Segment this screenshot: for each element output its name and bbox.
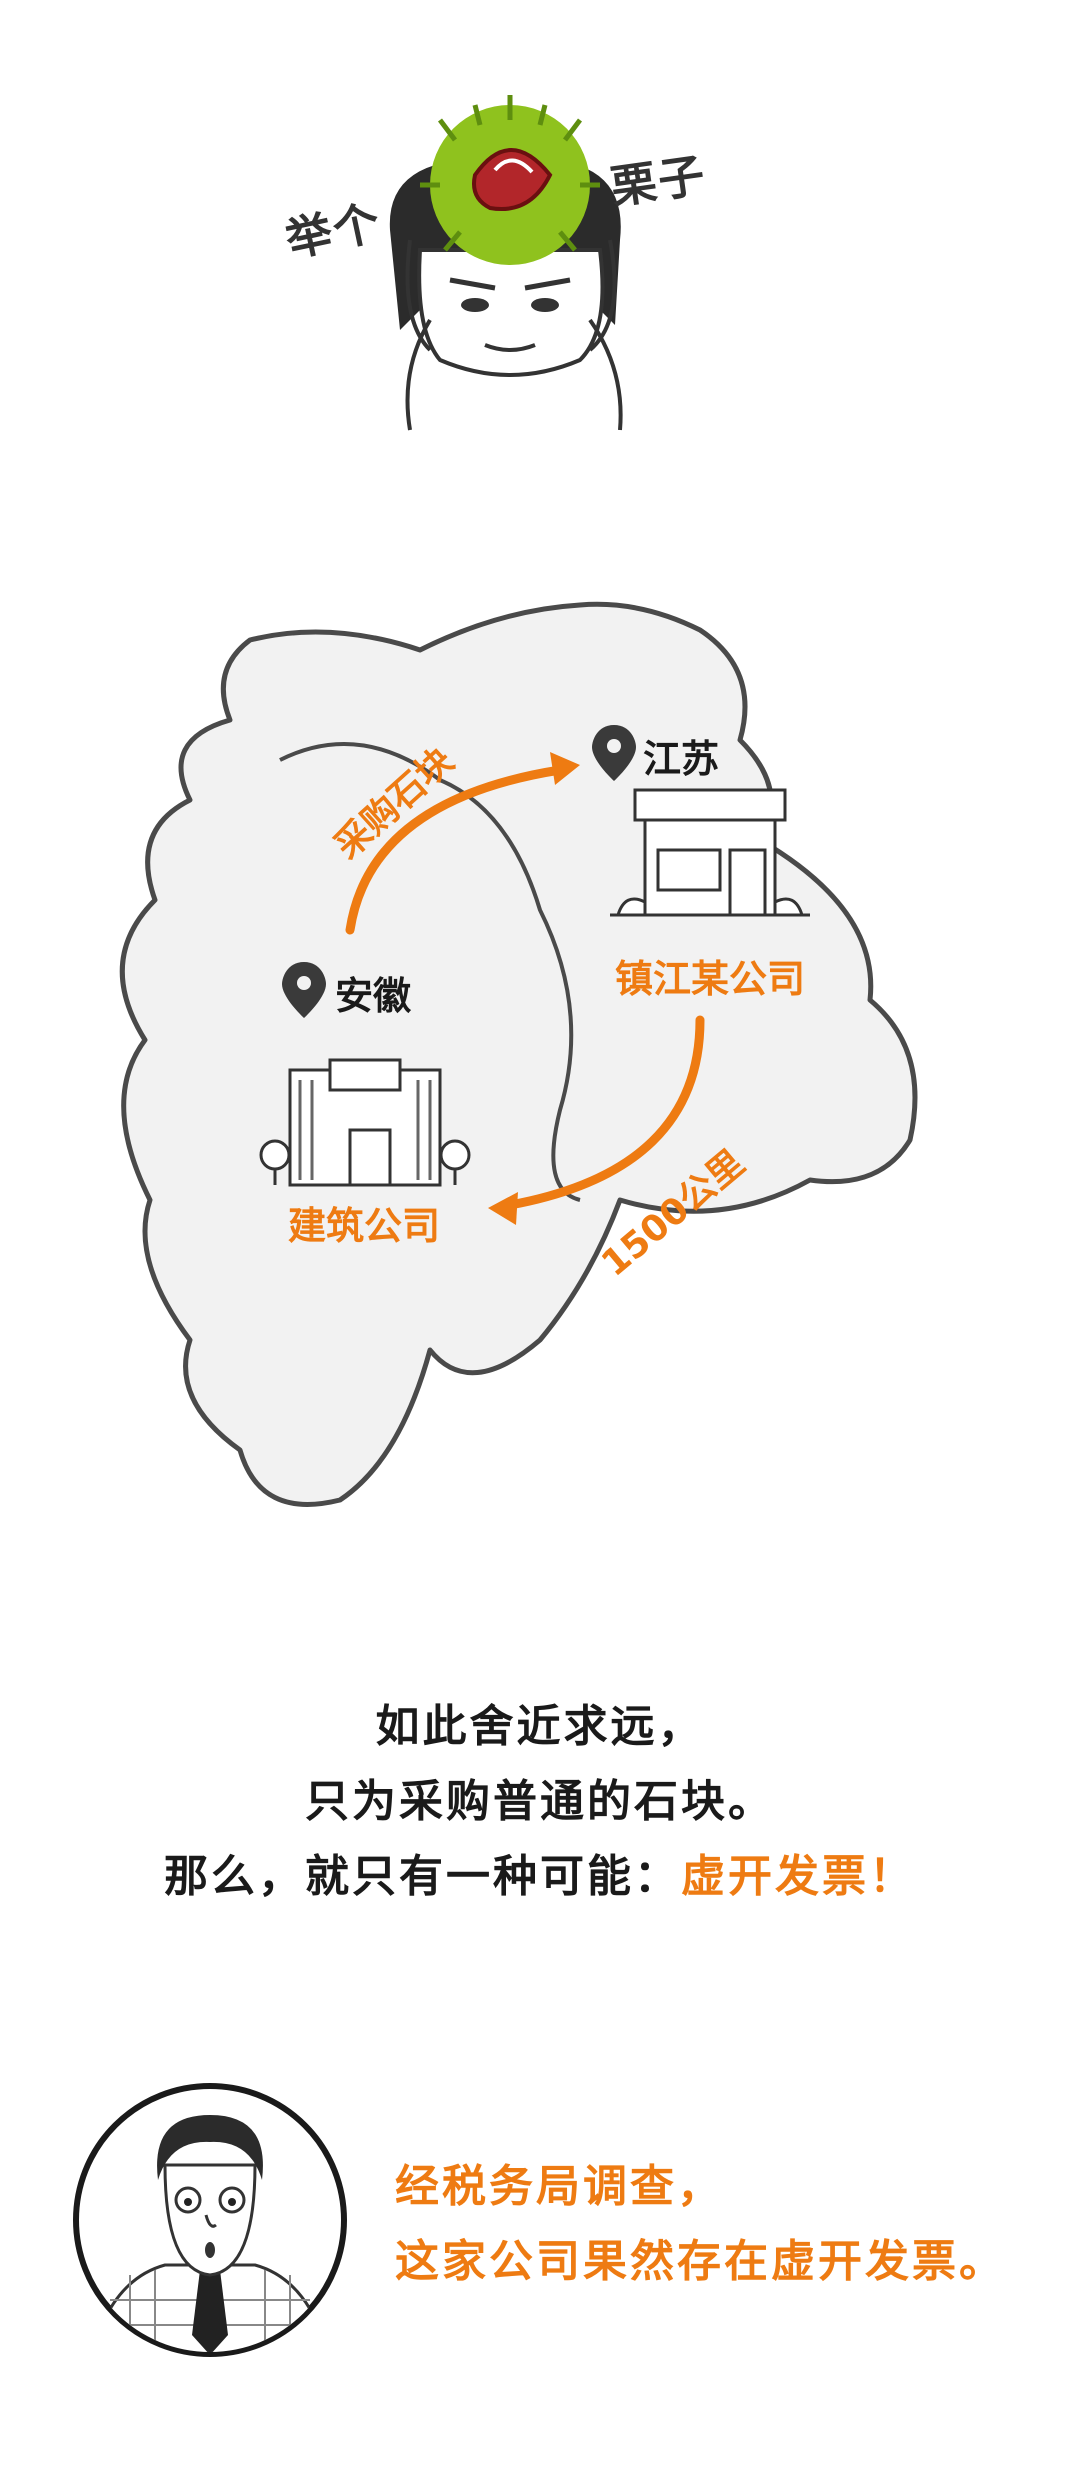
portrait-avatar	[70, 2080, 350, 2360]
man-portrait-icon	[73, 2083, 347, 2357]
office-building-icon	[259, 1058, 471, 1187]
arrow-head-icon	[488, 1192, 518, 1225]
location-pin-icon	[282, 962, 326, 1018]
body-text-prefix: 那么，就只有一种可能：	[164, 1851, 681, 1902]
body-text-line-2: 只为采购普通的石块。	[305, 1776, 775, 1827]
province-map	[0, 580, 1080, 1530]
arrow-head-icon	[550, 752, 580, 785]
meme-illustration	[280, 90, 740, 450]
province-label-anhui: 安徽	[335, 974, 412, 1018]
meme-text-right: 栗子	[607, 147, 710, 215]
result-text-line-1: 经税务局调查，	[395, 2161, 724, 2212]
body-text-line-1: 如此舍近求远，	[375, 1701, 705, 1752]
storefront-icon	[610, 788, 810, 917]
location-pin-icon	[592, 725, 636, 781]
result-text-line-2: 这家公司果然存在虚开发票。	[395, 2236, 1006, 2287]
body-text-line-3: 那么，就只有一种可能：虚开发票！	[0, 1840, 1080, 1904]
company-label-anhui: 建筑公司	[288, 1204, 441, 1248]
province-label-jiangsu: 江苏	[643, 737, 720, 781]
company-label-jiangsu: 镇江某公司	[615, 957, 806, 1001]
map-outline-icon	[119, 601, 918, 1507]
highlight-text: 虚开发票！	[681, 1851, 916, 1902]
chestnut-icon	[420, 95, 600, 265]
chestnut-head-figure-icon	[389, 95, 623, 431]
